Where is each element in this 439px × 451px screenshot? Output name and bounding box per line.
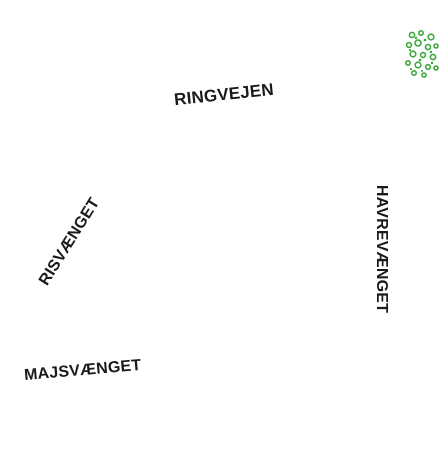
- street-label-ringvejen: RINGVEJEN: [173, 79, 275, 110]
- street-label-havrevaenget: HAVREVÆNGET: [373, 184, 390, 314]
- tree-cluster-icon: [404, 29, 439, 78]
- street-label-risvaenget: RISVÆNGET: [35, 195, 104, 289]
- street-label-majsvaenget: MAJSVÆNGET: [23, 356, 143, 385]
